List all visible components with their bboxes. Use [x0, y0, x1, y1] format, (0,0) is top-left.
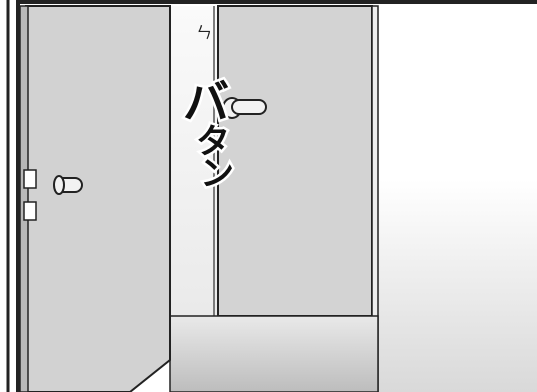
open-door	[25, 5, 171, 392]
sfx-char-1: バ	[183, 75, 229, 129]
small-sfx-mark: ㄣ	[196, 23, 212, 42]
door-hinge-bottom	[23, 201, 37, 221]
open-door-handle-icon	[53, 175, 83, 195]
open-door-edge	[19, 5, 29, 392]
back-door-handle-icon	[222, 97, 267, 119]
sound-effect-batan: バ タ ン	[181, 73, 237, 197]
floor	[169, 315, 379, 392]
sfx-char-2: タ	[196, 122, 230, 162]
right-wall	[378, 6, 537, 392]
door-hinge-top	[23, 169, 37, 189]
panel-border	[16, 0, 537, 392]
back-door	[217, 5, 373, 317]
sfx-char-3: ン	[200, 154, 234, 194]
previous-panel-edge	[0, 0, 9, 392]
back-door-frame-right	[371, 5, 379, 392]
